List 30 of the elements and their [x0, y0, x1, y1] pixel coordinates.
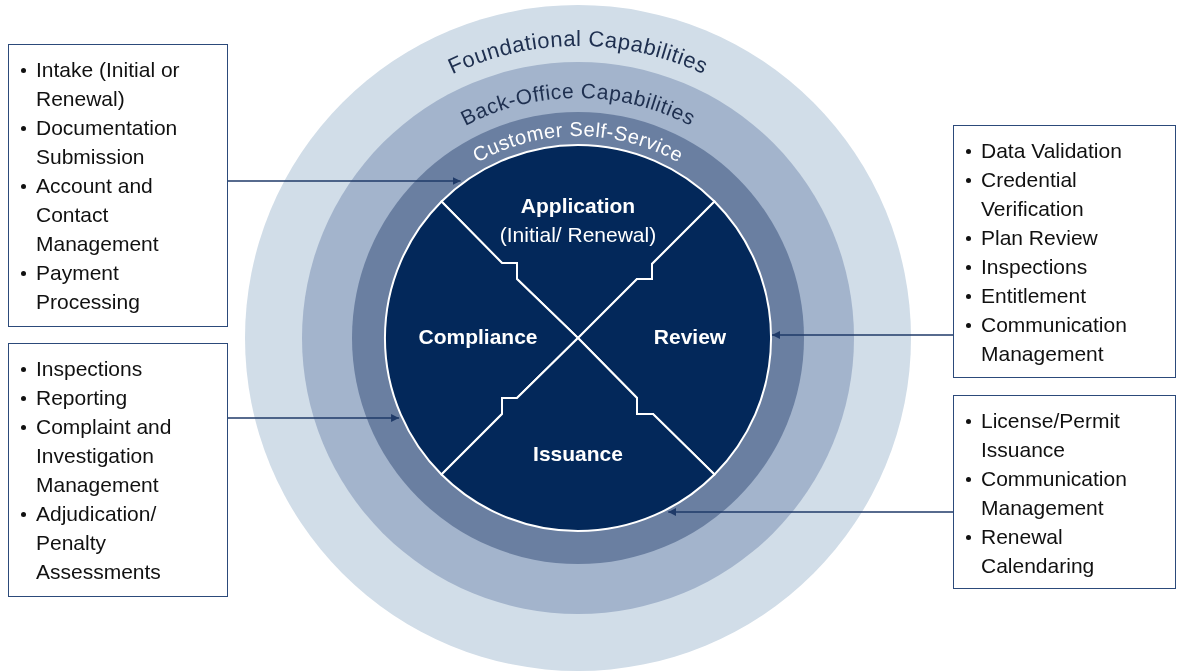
bullet-item: Reporting: [36, 385, 128, 411]
bullet-item: Communication Management: [981, 312, 1128, 367]
bullet-item: Credential Verification: [981, 167, 1085, 222]
quadrant-title: Application: [520, 193, 636, 219]
bullet-list-box: [8, 44, 228, 327]
bullet-item: Documentation Submission: [36, 115, 179, 170]
arrow: [667, 508, 954, 516]
bullet-item: Account and Contact Management: [36, 173, 160, 257]
quadrant-title: Review: [653, 323, 727, 350]
bullet-item: Inspections: [36, 356, 143, 382]
bullet-item: Entitlement: [981, 283, 1087, 309]
bullet-list-box: [953, 125, 1176, 378]
bullet-item: Adjudication/ Penalty Assessments: [36, 501, 162, 585]
bullet-item: License/Permit Issuance: [981, 408, 1121, 463]
bullet-item: Intake (Initial or Renewal): [36, 57, 181, 112]
quadrant-title: Compliance: [418, 323, 538, 350]
bullet-item: Payment Processing: [36, 260, 141, 315]
bullet-item: Data Validation: [981, 138, 1122, 164]
bullet-item: Renewal Calendaring: [981, 524, 1096, 579]
bullet-list-box: [8, 343, 228, 597]
arrow: [227, 414, 400, 422]
bullet-item: Plan Review: [981, 225, 1098, 251]
quadrant-title: Issuance: [533, 440, 623, 467]
bullet-item: Communication Management: [981, 466, 1128, 521]
bullet-item: Inspections: [981, 254, 1088, 280]
bullet-item: Complaint and Investigation Management: [36, 414, 173, 498]
bullet-list-box: [953, 395, 1176, 589]
arrow: [227, 177, 462, 185]
quadrant-subtitle: (Initial/ Renewal): [499, 222, 657, 248]
arrow: [771, 331, 954, 339]
